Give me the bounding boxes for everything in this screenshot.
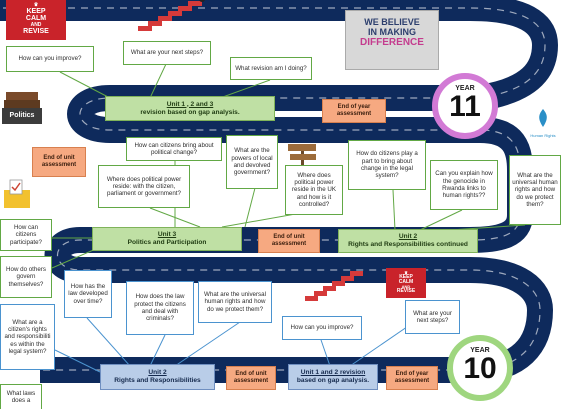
assessment-label: End of year assessment bbox=[394, 370, 430, 384]
believe-line3: DIFFERENCE bbox=[360, 37, 424, 48]
keep-calm-line2: CALM bbox=[25, 15, 47, 22]
unit-title: Unit 2 bbox=[398, 233, 418, 240]
keep-calm-b-line3: AND bbox=[401, 284, 411, 289]
question-bring-change: How can citizens bring about political c… bbox=[126, 137, 222, 161]
politics-book-label: Politics bbox=[2, 108, 42, 124]
question-text: How do others govern themselves? bbox=[6, 266, 46, 288]
question-text: Where does political power reside in the… bbox=[291, 171, 337, 208]
keep-calm-b-line2: CALM bbox=[398, 279, 414, 285]
stairs-icon bbox=[138, 0, 205, 31]
year-10-number: 10 bbox=[463, 352, 497, 385]
question-text: What are the universal human rights and … bbox=[512, 171, 558, 208]
question-rights-legal-system: What are a citizen's rights and responsi… bbox=[0, 304, 55, 370]
question-others-govern: How do others govern themselves? bbox=[0, 256, 52, 298]
unit-12-revision[interactable]: Unit 1 and 2 revision based on gap analy… bbox=[288, 364, 378, 390]
keep-calm-line4: REVISE bbox=[23, 28, 49, 35]
unit-123-revision[interactable]: Unit 1 , 2 and 3 revision based on gap a… bbox=[105, 96, 275, 121]
end-unit-assessment-bottom[interactable]: End of unit assessment bbox=[226, 366, 276, 390]
hand-bird-icon bbox=[539, 109, 547, 127]
question-text: How can citizens participate? bbox=[10, 224, 42, 246]
assessment-label: End of year assessment bbox=[336, 103, 372, 117]
end-unit-assessment-mid[interactable]: End of unit assessment bbox=[258, 229, 320, 253]
assessment-label: End of unit assessment bbox=[41, 154, 77, 168]
keep-calm-line3: AND bbox=[30, 22, 42, 28]
unit-subtitle: Politics and Participation bbox=[127, 239, 207, 246]
question-revision-doing: What revision am I doing? bbox=[230, 57, 312, 80]
unit-title: Unit 1 , 2 and 3 bbox=[166, 100, 214, 108]
question-text: How can you improve? bbox=[290, 324, 354, 332]
end-year-assessment-top[interactable]: End of year assessment bbox=[322, 99, 386, 123]
question-citizens-participate: How can citizens participate? bbox=[0, 219, 52, 251]
ballot-box-icon bbox=[4, 179, 30, 208]
believe-line2: IN MAKING bbox=[368, 27, 416, 37]
question-text: How do citizens play a part to bring abo… bbox=[356, 150, 418, 180]
end-unit-assessment-left[interactable]: End of unit assessment bbox=[32, 147, 86, 177]
question-law-protect: How does the law protect the citizens an… bbox=[126, 281, 194, 335]
question-power-reside-citizen: Where does political power reside: with … bbox=[98, 165, 190, 208]
year-10-badge: YEAR 10 bbox=[447, 335, 513, 401]
unit-title: Unit 2 bbox=[148, 369, 167, 376]
question-improve-bottom: How can you improve? bbox=[282, 316, 362, 340]
believe-difference-image: WE BELIEVE IN MAKING DIFFERENCE bbox=[345, 10, 439, 70]
question-text: What are the powers of local and devolve… bbox=[231, 147, 273, 177]
unit-title: Unit 3 bbox=[157, 231, 177, 238]
question-next-steps-top: What are your next steps? bbox=[123, 41, 211, 65]
unit-subtitle: Rights and Responsibilities bbox=[114, 377, 201, 384]
believe-line1: WE BELIEVE bbox=[364, 17, 420, 27]
unit-subtitle: based on gap analysis. bbox=[296, 377, 370, 384]
question-powers-local: What are the powers of local and devolve… bbox=[226, 135, 278, 189]
year-11-badge: YEAR 11 bbox=[432, 73, 498, 139]
year-10-label: YEAR bbox=[470, 347, 490, 354]
assessment-label: End of unit assessment bbox=[233, 370, 269, 384]
question-text: How does the law protect the citizens an… bbox=[134, 293, 186, 323]
unit-2-rights[interactable]: Unit 2 Rights and Responsibilities bbox=[100, 364, 215, 390]
keep-calm-poster: ♛ KEEP CALM AND REVISE bbox=[6, 0, 66, 40]
keep-calm-poster-bottom: ♛ KEEP CALM AND REVISE bbox=[386, 268, 426, 298]
question-text: Can you explain how the genocide in Rwan… bbox=[435, 170, 493, 200]
unit-3-politics[interactable]: Unit 3 Politics and Participation bbox=[92, 227, 242, 251]
keep-calm-b-line4: REVISE bbox=[396, 288, 416, 294]
year-11-number: 11 bbox=[449, 90, 481, 123]
question-universal-rights-bottom: What are the universal human rights and … bbox=[198, 281, 272, 323]
question-text: What laws does a bbox=[6, 389, 36, 404]
question-text: What are the universal human rights and … bbox=[204, 291, 266, 313]
question-power-reside-uk: Where does political power reside in the… bbox=[285, 165, 343, 215]
unit-subtitle: revision based on gap analysis. bbox=[140, 108, 240, 116]
question-universal-rights-top: What are the universal human rights and … bbox=[509, 155, 561, 225]
question-improve-top: How can you improve? bbox=[6, 46, 94, 72]
end-year-assessment-bottom[interactable]: End of year assessment bbox=[386, 366, 438, 390]
question-next-steps-bottom: What are your next steps? bbox=[405, 300, 460, 334]
question-law-developed: How has the law developed over time? bbox=[64, 270, 112, 318]
question-text: What are your next steps? bbox=[413, 309, 452, 324]
signpost-icon bbox=[288, 144, 316, 170]
question-citizens-legal-change: How do citizens play a part to bring abo… bbox=[348, 140, 426, 190]
human-rights-label: Human Rights bbox=[530, 133, 556, 138]
question-text: What are your next steps? bbox=[130, 49, 204, 57]
question-text: How can you improve? bbox=[18, 55, 82, 63]
question-what-laws: What laws does a bbox=[0, 384, 42, 409]
question-text: Where does political power reside: with … bbox=[106, 175, 182, 198]
stairs-icon-bottom bbox=[305, 271, 363, 301]
keep-calm-b-line1: KEEP bbox=[399, 274, 413, 280]
question-text: What are a citizen's rights and responsi… bbox=[4, 318, 51, 355]
assessment-label: End of unit assessment bbox=[271, 233, 307, 247]
question-text: How has the law developed over time? bbox=[68, 283, 108, 305]
keep-calm-line1: KEEP bbox=[26, 8, 46, 15]
question-text: How can citizens bring about political c… bbox=[134, 141, 214, 156]
unit-subtitle: Rights and Responsibilities continued bbox=[348, 241, 468, 248]
question-rwanda: Can you explain how the genocide in Rwan… bbox=[430, 160, 498, 210]
question-text: What revision am I doing? bbox=[235, 64, 307, 72]
unit-2-continued[interactable]: Unit 2 Rights and Responsibilities conti… bbox=[338, 229, 478, 253]
politics-books-image: Politics bbox=[2, 88, 42, 128]
human-rights-logo: Human Rights bbox=[528, 108, 558, 138]
unit-title: Unit 1 and 2 revision bbox=[300, 369, 366, 376]
year-11-label: YEAR bbox=[455, 85, 475, 92]
